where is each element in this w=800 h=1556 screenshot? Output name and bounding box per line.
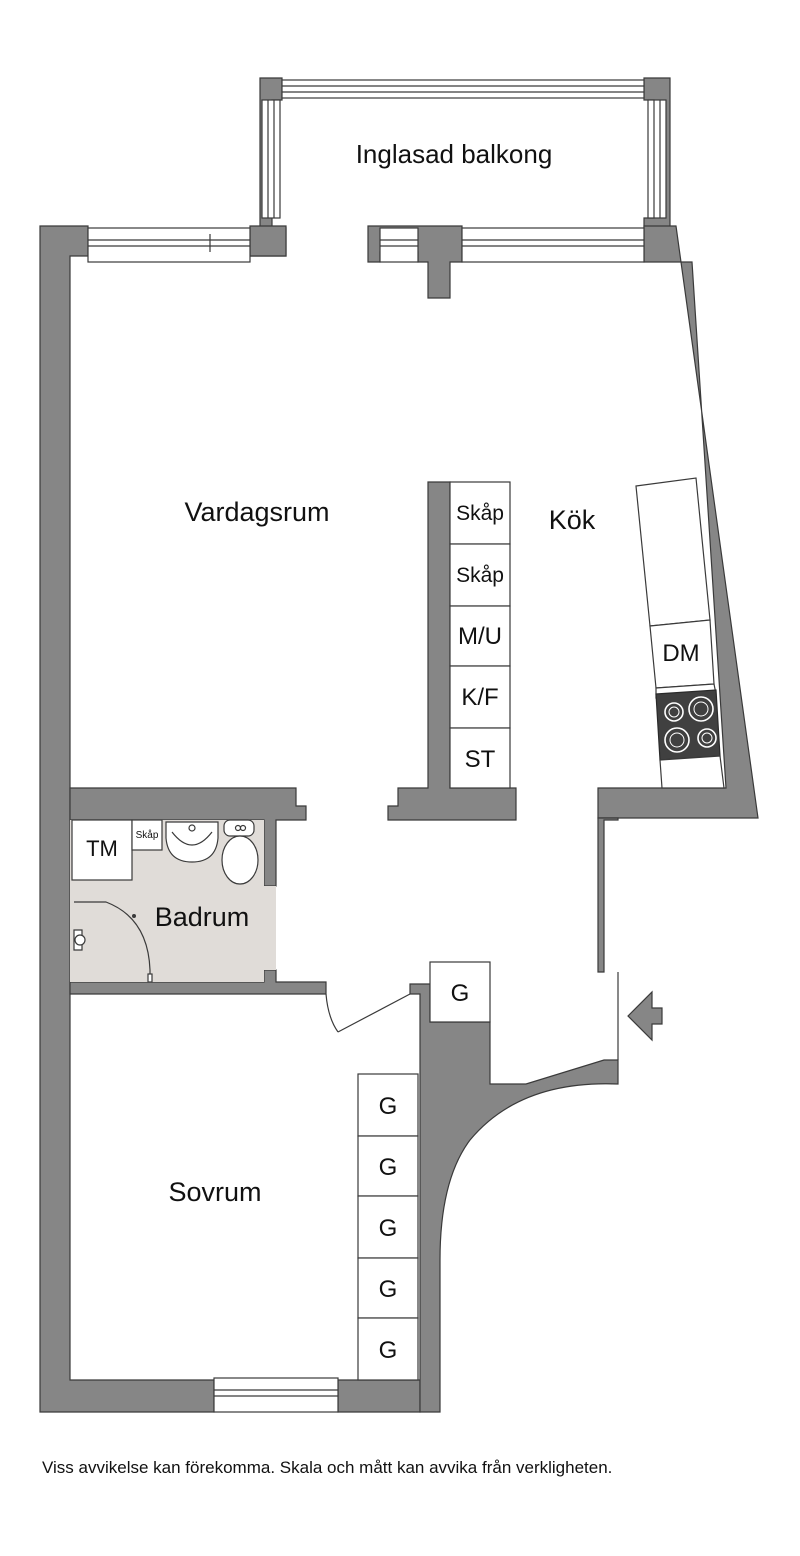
bedroom-wardrobe-3-label: G [379,1215,398,1242]
living-window-left [87,227,251,263]
toilet-bowl-icon [221,835,259,885]
bedroom-wardrobe-5-label: G [379,1337,398,1364]
fridge-freezer-label: K/F [461,684,498,711]
stove [449,727,511,789]
cabinet-1-label: Skåp [456,502,504,525]
hall-wardrobe [429,961,491,1023]
counter-top [635,477,711,627]
door-bedroom [325,993,411,1033]
room-label-living: Vardagsrum [184,497,329,527]
balcony-walls [249,77,671,257]
bath-cabinet [131,819,163,851]
disclaimer-text: Viss avvikelse kan förekomma. Skala och … [42,1458,613,1477]
entrance-arrow-icon [627,990,663,1042]
kitchen-window-small [379,227,419,263]
balcony-window-right [647,99,667,219]
room-labels: Inglasad balkong Vardagsrum Kök Badrum S… [155,139,596,1207]
room-label-bedroom: Sovrum [168,1177,261,1207]
stove-label: ST [465,746,496,773]
room-label-balcony: Inglasad balkong [356,139,553,169]
cabinet-1 [449,481,511,545]
bedroom-wardrobe-3 [357,1195,419,1259]
microwave-oven-label: M/U [458,623,502,650]
hall-wardrobe-label: G [451,980,470,1007]
bathroom-floor-right [264,886,276,970]
microwave-oven [449,605,511,667]
cabinet-2-label: Skåp [456,564,504,587]
kitchen-counter: DM [635,477,725,789]
washing-machine-label: TM [86,836,118,861]
bedroom-wardrobe-1-label: G [379,1093,398,1120]
bedroom-wardrobe-4 [357,1257,419,1319]
balcony-window-left [261,99,281,219]
bathroom-fixtures: TM Skåp [71,819,259,983]
kitchen-window-large [461,227,645,263]
room-label-kitchen: Kök [549,505,596,535]
bedroom-wardrobe-2-label: G [379,1154,398,1181]
balcony-window-top [281,79,645,99]
dishwasher-label: DM [662,640,699,667]
kitchen-island: Skåp Skåp M/U K/F ST [449,481,511,789]
shower-curtain [74,901,151,980]
bedroom-wardrobe-5 [357,1317,419,1381]
bedroom-wardrobe-4-label: G [379,1276,398,1303]
cabinet-2 [449,543,511,607]
wardrobes: G G G G G G [357,961,491,1381]
bath-cabinet-label: Skåp [136,829,159,841]
bedroom-window [213,1377,339,1413]
room-label-bathroom: Badrum [155,902,250,932]
windows [87,227,645,1413]
sink-icon [165,821,219,863]
fridge-freezer [449,665,511,729]
